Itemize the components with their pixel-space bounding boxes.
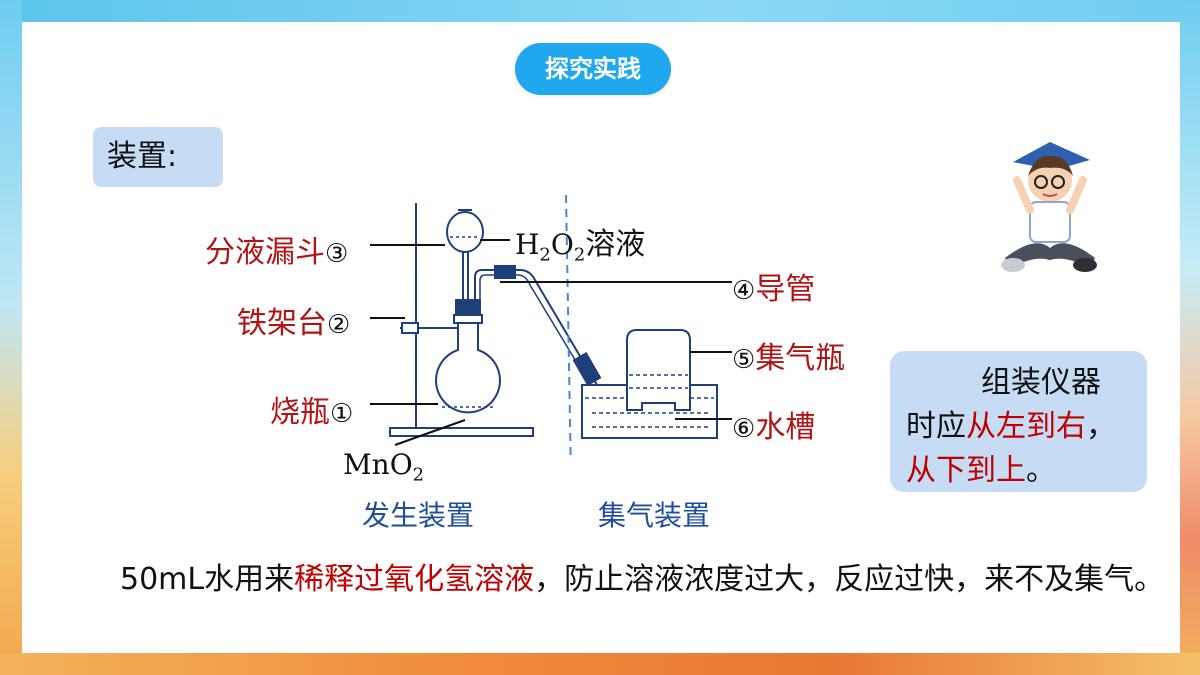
frame-bottom: [0, 653, 1200, 675]
chem-h: H: [515, 228, 540, 261]
label-flask-num: ①: [330, 399, 354, 429]
gas-bottle: [626, 329, 691, 411]
frame-top: [0, 0, 1200, 22]
label-generation-section: 发生装置: [362, 499, 475, 532]
label-stand-name: 铁架台: [237, 306, 327, 341]
label-trough-name: 水槽: [755, 410, 816, 445]
note-line2-b: 从左到右: [966, 409, 1086, 444]
label-bottle-num: ⑤: [732, 345, 756, 375]
explanation-paragraph: 50mL水用来稀释过氧化氢溶液，防止溶液浓度过大，反应过快，来不及集气。: [48, 560, 1168, 600]
flask-stopper: [455, 299, 481, 315]
label-flask-name: 烧瓶: [270, 395, 330, 430]
note-line2-c: ，: [1086, 409, 1116, 444]
label-tube-num: ④: [732, 276, 756, 306]
label-funnel: 分液漏斗③: [205, 227, 348, 271]
label-trough: ⑥水槽: [732, 402, 815, 446]
label-stand-num: ②: [327, 310, 351, 340]
note-line3-b: 。: [1026, 453, 1056, 488]
label-bottle: ⑤集气瓶: [732, 333, 845, 377]
chem-mno-sub: 2: [412, 464, 425, 486]
para-part1: 50mL水用来: [120, 562, 295, 597]
frame-right: [1180, 0, 1200, 675]
label-tube: ④导管: [732, 264, 815, 308]
funnel-bulb: [446, 211, 484, 253]
label-flask: 烧瓶①: [270, 387, 353, 431]
frame-left: [0, 0, 22, 675]
section-label: 装置:: [93, 127, 223, 187]
label-collection-section: 集气装置: [598, 499, 711, 532]
section-divider: [565, 194, 572, 455]
note-line1: 组装仪器: [981, 365, 1101, 400]
note-line3-a: 从下到上: [906, 453, 1026, 488]
chem-h2o2: H2O2溶液: [515, 219, 645, 266]
note-box: 组装仪器 时应从左到右， 从下到上。: [890, 351, 1147, 492]
para-part2: 稀释过氧化氢溶液: [294, 562, 535, 597]
para-part3: ，防止溶液浓度过大，反应过快，来不及集气。: [534, 562, 1165, 597]
chem-solution: 溶液: [585, 227, 646, 262]
chem-h-sub: 2: [539, 244, 551, 266]
label-funnel-num: ③: [325, 239, 349, 269]
note-line2-a: 时应: [906, 409, 966, 444]
stand-base: [389, 427, 534, 437]
flask-body: [435, 314, 501, 414]
label-bottle-name: 集气瓶: [755, 341, 846, 376]
chem-o: O: [550, 228, 574, 261]
slide-title: 探究实践: [515, 43, 671, 95]
chem-mno: MnO: [343, 448, 413, 481]
label-stand: 铁架台②: [237, 298, 350, 342]
chem-mno2: MnO2: [343, 448, 424, 486]
boy-illustration: [1001, 142, 1097, 272]
chem-o-sub: 2: [573, 244, 586, 266]
label-trough-num: ⑥: [732, 414, 756, 444]
label-funnel-name: 分液漏斗: [205, 235, 325, 270]
clamp-holder: [401, 322, 419, 334]
label-tube-name: 导管: [755, 272, 816, 307]
apparatus-diagram: [370, 194, 732, 455]
